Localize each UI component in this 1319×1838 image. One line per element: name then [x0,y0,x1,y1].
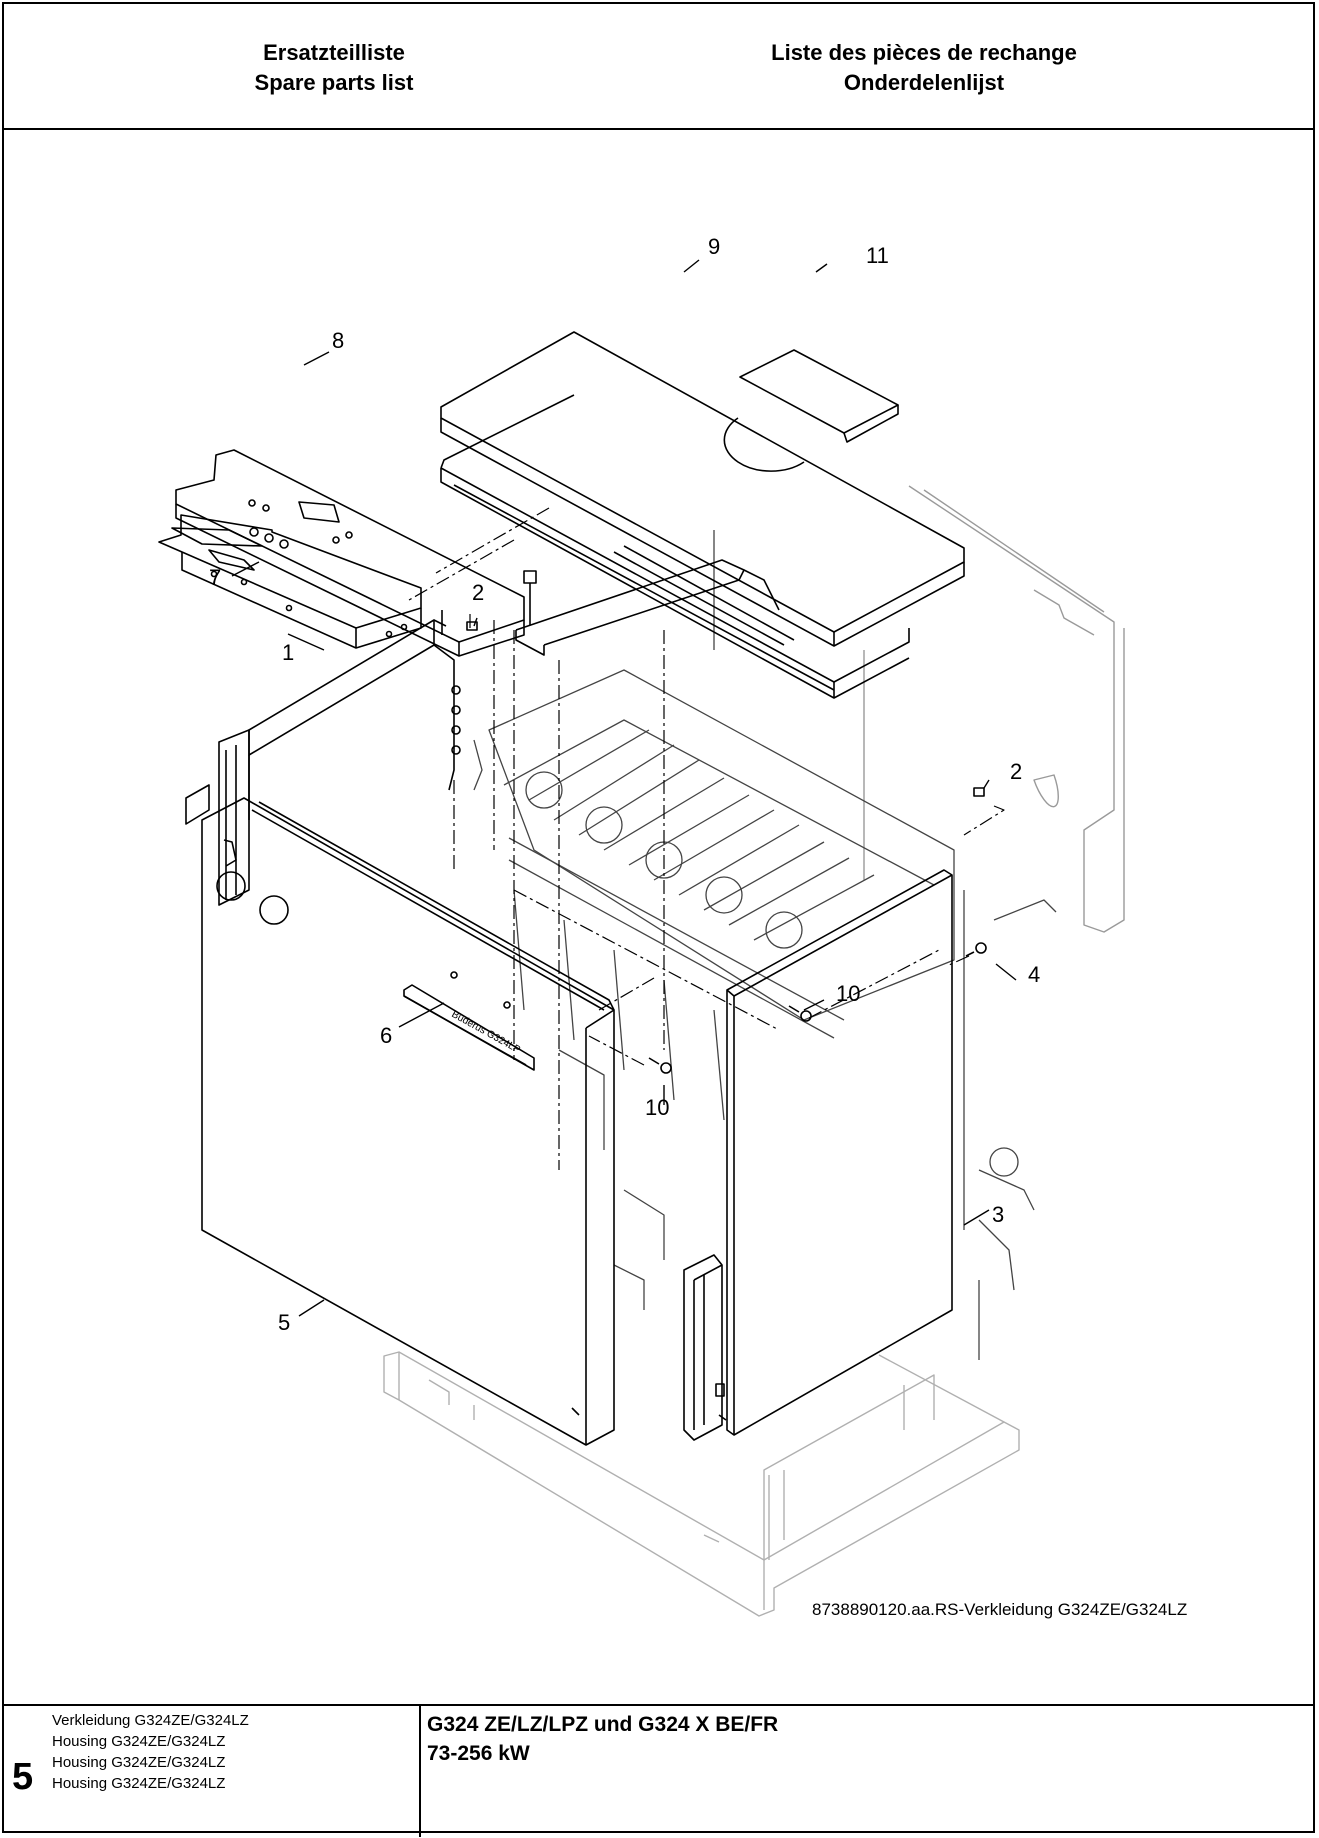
description-fr: Housing G324ZE/G324LZ [52,1754,226,1771]
callout-10-lower: 10 [645,1095,669,1120]
description-nl: Housing G324ZE/G324LZ [52,1775,226,1792]
rear-panel [863,485,1125,933]
callout-2-right: 2 [1010,759,1022,784]
header-title-en: Spare parts list [254,70,414,95]
description-de: Verkleidung G324ZE/G324LZ [52,1712,249,1729]
header-title-nl: Onderdelenlijst [843,70,1005,95]
description-en: Housing G324ZE/G324LZ [52,1733,226,1750]
part-7-control-panel [158,514,422,649]
support-bar [515,559,780,656]
description-list: Verkleidung G324ZE/G324LZ Housing G324ZE… [52,1710,249,1794]
callout-5: 5 [278,1310,290,1335]
nameplate-label: Buderus G324LP [450,1009,523,1056]
part-5-front-panel [201,797,615,1446]
part-9-top-cover [440,331,965,699]
callout-11: 11 [866,243,889,268]
exploded-view-svg: Buderus G324LP 1 2 2 3 4 5 6 7 8 9 10 10… [158,234,1125,1617]
header-left: Ersatzteilliste Spare parts list [124,38,544,98]
callout-7: 7 [209,565,221,590]
base-frame [383,1351,1020,1617]
callout-6: 6 [380,1023,392,1048]
callout-2-left: 2 [472,580,484,605]
model-block: G324 ZE/LZ/LPZ und G324 X BE/FR 73-256 k… [427,1710,778,1768]
footer-divider [419,1706,421,1837]
header: Ersatzteilliste Spare parts list Liste d… [4,4,1313,130]
boiler-block [473,530,1057,1360]
assembly-lines [408,507,1005,1170]
callout-3: 3 [992,1202,1004,1227]
screws [648,942,987,1074]
header-title-de: Ersatzteilliste [263,40,405,65]
callout-10-right: 10 [836,981,860,1006]
exploded-view-drawing: Buderus G324LP 1 2 2 3 4 5 6 7 8 9 10 10… [4,130,1313,1705]
header-title-fr: Liste des pièces de rechange [771,40,1077,65]
power-range: 73-256 kW [427,1742,530,1765]
callout-4: 4 [1028,962,1040,987]
part-6-nameplate [403,984,535,1071]
header-right: Liste des pièces de rechange Onderdelenl… [714,38,1134,98]
page-number: 5 [12,1756,34,1798]
part-8-control-panel-top [175,449,525,657]
part-1-side-rail [185,610,461,906]
footer: 5 Verkleidung G324ZE/G324LZ Housing G324… [4,1704,1313,1837]
part-11-small-cover [739,349,899,443]
callout-8: 8 [332,328,344,353]
part-2-clips [466,621,985,797]
leader-lines [231,259,1017,1317]
model-name: G324 ZE/LZ/LPZ und G324 X BE/FR [427,1713,779,1736]
callout-9: 9 [708,234,720,259]
drawing-id: 8738890120.aa.RS-Verkleidung G324ZE/G324… [812,1600,1188,1619]
part-3-side-panel [683,869,953,1441]
callout-1: 1 [282,640,294,665]
